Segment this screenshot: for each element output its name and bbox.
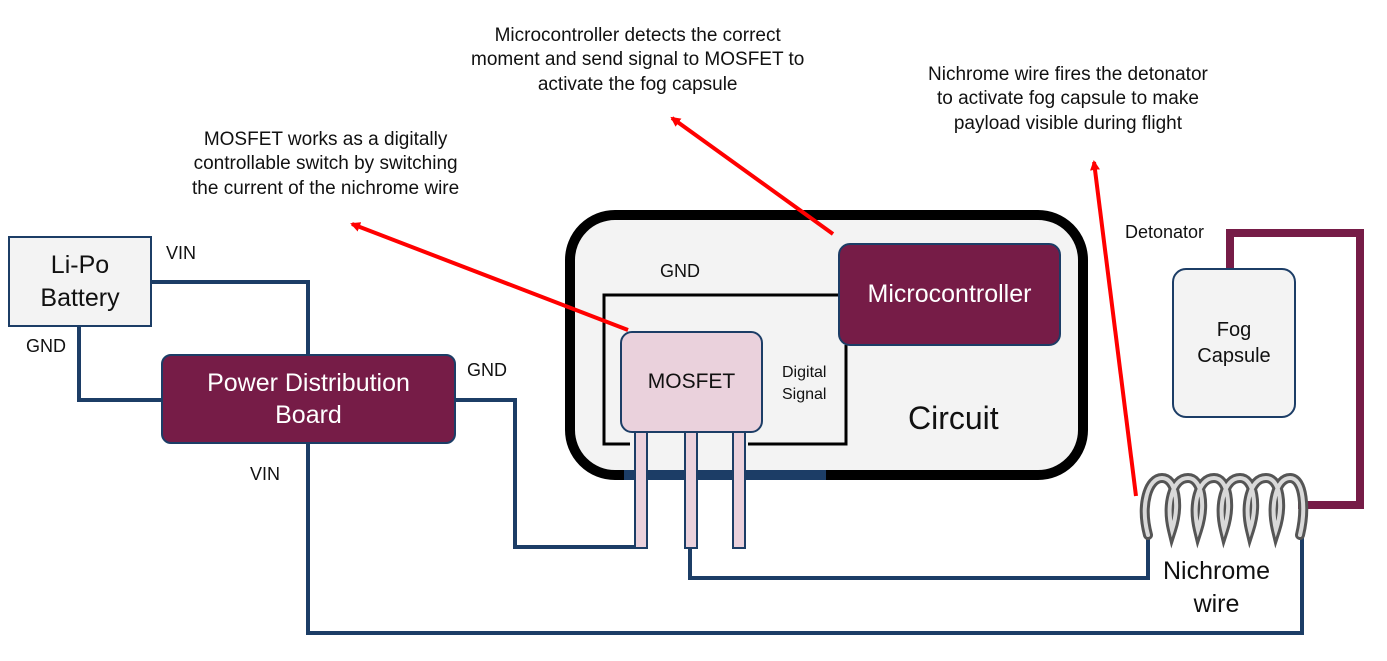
lipo-battery-label: Li-Po Battery bbox=[40, 251, 120, 312]
lipo-battery: Li-Po Battery bbox=[8, 236, 152, 327]
nichrome-coil bbox=[1139, 472, 1309, 549]
nichrome-label: Nichrome wire bbox=[1163, 557, 1270, 618]
microcontroller: Microcontroller bbox=[838, 243, 1061, 346]
nichrome-annotation: Nichrome wire fires the detonator to act… bbox=[928, 64, 1208, 134]
pdb-vin-wire bbox=[306, 444, 1304, 635]
vin-pdb-label: VIN bbox=[250, 464, 281, 484]
gnd-battery-label: GND bbox=[26, 336, 66, 356]
connector-strip bbox=[624, 470, 826, 480]
detonator-wire bbox=[1226, 229, 1364, 509]
mosfet: MOSFET bbox=[620, 331, 763, 433]
detonator-label: Detonator bbox=[1125, 222, 1205, 242]
digital-signal-wire bbox=[748, 345, 848, 446]
mosfet-to-nichrome-wire bbox=[688, 533, 1150, 580]
battery-gnd-wire bbox=[77, 326, 161, 402]
fog-capsule: Fog Capsule bbox=[1172, 268, 1296, 418]
gnd-circuit-label: GND bbox=[660, 261, 700, 281]
pdb-label: Power Distribution Board bbox=[207, 368, 410, 430]
circuit-gnd-wire bbox=[602, 293, 838, 446]
vin-battery-label: VIN bbox=[166, 243, 197, 263]
fog-capsule-label: Fog Capsule bbox=[1197, 319, 1271, 367]
pdb-gnd-wire bbox=[456, 398, 641, 549]
arrow-microcontroller-annotation bbox=[670, 116, 835, 236]
power-distribution-board: Power Distribution Board bbox=[161, 354, 456, 444]
arrow-mosfet-annotation bbox=[350, 222, 629, 332]
digital-signal-label: Digital Signal bbox=[782, 364, 827, 403]
circuit-label: Circuit bbox=[908, 400, 999, 436]
gnd-pdb-label: GND bbox=[467, 360, 507, 380]
mosfet-label: MOSFET bbox=[647, 370, 736, 394]
mosfet-annotation: MOSFET works as a digitally controllable… bbox=[192, 129, 460, 199]
arrow-nichrome-annotation bbox=[1090, 160, 1138, 497]
microcontroller-annotation: Microcontroller detects the correct mome… bbox=[471, 25, 805, 95]
microcontroller-label: Microcontroller bbox=[867, 280, 1032, 309]
battery-vin-wire bbox=[152, 280, 310, 356]
